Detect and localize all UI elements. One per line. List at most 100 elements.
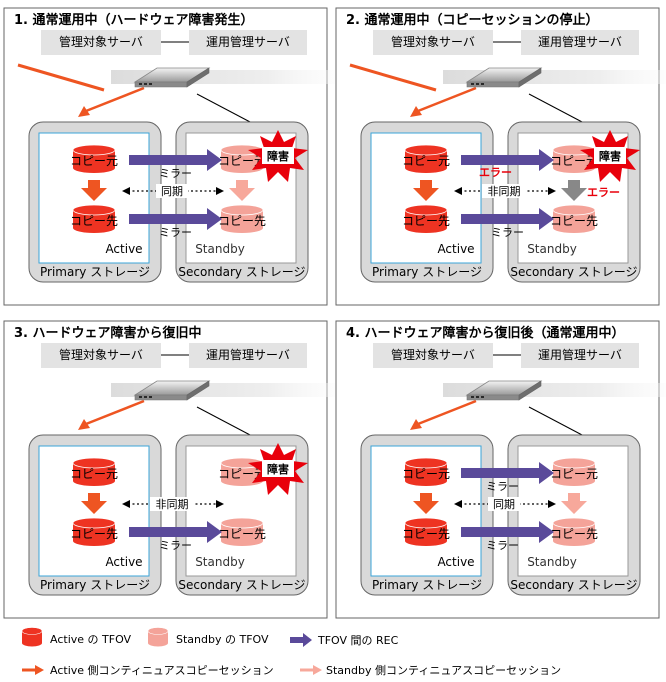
legend-standby-session: Standby 側コンティニュアスコピーセッション [300,664,561,677]
panel-title: 4. ハードウェア障害から復旧後（通常運用中） [346,325,625,341]
rec-arrow [129,521,222,543]
svg-text:コピー元: コピー元 [402,467,450,481]
panel-2: 2. 通常運用中（コピーセッションの停止） 管理対象サーバ 運用管理サーバ コピ… [335,7,666,306]
async-label: 非同期 [156,498,189,511]
secondary-storage-label: Secondary ストレージ [510,265,637,279]
copy-dest-cylinder: コピー先 [70,517,118,546]
copy-dest-cylinder: コピー先 [402,204,450,233]
legend-standby-tfov-label: Standby の TFOV [176,633,269,646]
copy-dest-cylinder: コピー先 [402,517,450,546]
svg-text:コピー先: コピー先 [402,214,450,228]
rec-arrow [129,208,222,230]
active-session-arrow [17,63,105,92]
fault-burst: 障害 [248,130,308,182]
svg-text:コピー先: コピー先 [218,214,266,228]
standby-copy-dest-cylinder: コピー先 [550,204,598,233]
legend-tfov-rec-label: TFOV 間の REC [317,634,399,647]
rec-arrow [129,149,222,171]
standby-label: Standby [195,242,245,256]
panel-title: 1. 通常運用中（ハードウェア障害発生） [14,12,254,28]
svg-text:コピー元: コピー元 [218,467,266,481]
panel-title: 2. 通常運用中（コピーセッションの停止） [346,12,599,28]
active-session-down-arrow [413,180,439,201]
svg-text:コピー先: コピー先 [402,527,450,541]
copy-source-cylinder: コピー元 [402,144,450,173]
svg-text:障害: 障害 [267,462,289,476]
active-session-arrow [349,63,437,92]
secondary-storage-label: Secondary ストレージ [510,578,637,592]
active-session-arrowhead [78,419,90,430]
legend-standby-session-label: Standby 側コンティニュアスコピーセッション [326,664,561,677]
legend: Active の TFOV Standby の TFOV TFOV 間の REC… [21,627,561,677]
standby-copy-dest-cylinder: コピー先 [218,517,266,546]
svg-text:コピー元: コピー元 [550,154,598,168]
rec-arrow [461,521,554,543]
active-session-arrow [85,399,145,426]
manager-server-box: 管理対象サーバ [391,34,475,49]
standby-session-down-arrow [229,180,255,201]
active-label: Active [105,242,142,256]
svg-text:コピー先: コピー先 [70,214,118,228]
error-label: エラー [587,186,620,199]
active-session-down-arrow [81,180,107,201]
legend-active-session-label: Active 側コンティニュアスコピーセッション [50,664,274,677]
panel-title: 3. ハードウェア障害から復旧中 [14,325,202,341]
ops-server-box: 運用管理サーバ [206,34,290,49]
standby-label: Standby [527,242,577,256]
sync-link: 同期 [454,497,556,511]
sync-link: 同期 [122,184,224,198]
rec-arrow [461,462,554,484]
active-label: Active [437,555,474,569]
svg-text:コピー元: コピー元 [70,467,118,481]
panel-1: 1. 通常運用中（ハードウェア障害発生） 管理対象サーバ 運用管理サーバ コピー… [3,7,372,306]
legend-active-tfov-label: Active の TFOV [50,633,132,646]
primary-storage-label: Primary ストレージ [40,265,150,279]
secondary-storage-label: Secondary ストレージ [178,578,305,592]
async-label: 非同期 [488,185,521,198]
standby-label: Standby [527,555,577,569]
active-session-arrow [85,86,145,113]
active-label: Active [437,242,474,256]
primary-storage-label: Primary ストレージ [372,578,482,592]
svg-text:障害: 障害 [267,149,289,163]
svg-text:コピー先: コピー先 [70,527,118,541]
mirror-label: ミラー [159,167,192,180]
async-link: 非同期 [122,497,224,511]
panel-3: 3. ハードウェア障害から復旧中 管理対象サーバ 運用管理サーバ コピー元 コピ… [3,320,372,619]
copy-source-cylinder: コピー元 [402,457,450,486]
copy-source-cylinder: コピー元 [70,457,118,486]
svg-text:コピー元: コピー元 [550,467,598,481]
svg-text:コピー先: コピー先 [218,527,266,541]
primary-storage-label: Primary ストレージ [40,578,150,592]
standby-copy-source-cylinder: コピー元 [550,457,598,486]
error-label: エラー [479,166,512,179]
manager-server-box: 管理対象サーバ [59,347,143,362]
stopped-session-down-arrow [561,180,587,201]
svg-text:コピー元: コピー元 [70,154,118,168]
active-session-arrowhead [410,106,422,117]
copy-dest-cylinder: コピー先 [70,204,118,233]
svg-text:コピー元: コピー元 [218,154,266,168]
rec-arrow [461,149,554,171]
legend-active-tfov: Active の TFOV [21,627,132,647]
sync-label: 同期 [161,185,183,198]
mirror-label: ミラー [486,480,519,493]
fault-burst: 障害 [580,130,640,182]
svg-text:コピー元: コピー元 [402,154,450,168]
async-link: 非同期 [454,184,556,198]
standby-copy-source-cylinder: コピー元 [218,144,266,173]
active-session-down-arrow [413,493,439,514]
standby-session-down-arrow [561,493,587,514]
svg-text:コピー先: コピー先 [550,527,598,541]
rec-arrow [461,208,554,230]
active-session-down-arrow [81,493,107,514]
active-session-arrowhead [410,419,422,430]
svg-text:コピー先: コピー先 [550,214,598,228]
secondary-storage-label: Secondary ストレージ [178,265,305,279]
fault-burst: 障害 [248,443,308,495]
manager-server-box: 管理対象サーバ [391,347,475,362]
active-session-arrow [417,86,477,113]
manager-server-box: 管理対象サーバ [59,34,143,49]
legend-tfov-rec: TFOV 間の REC [290,633,399,647]
